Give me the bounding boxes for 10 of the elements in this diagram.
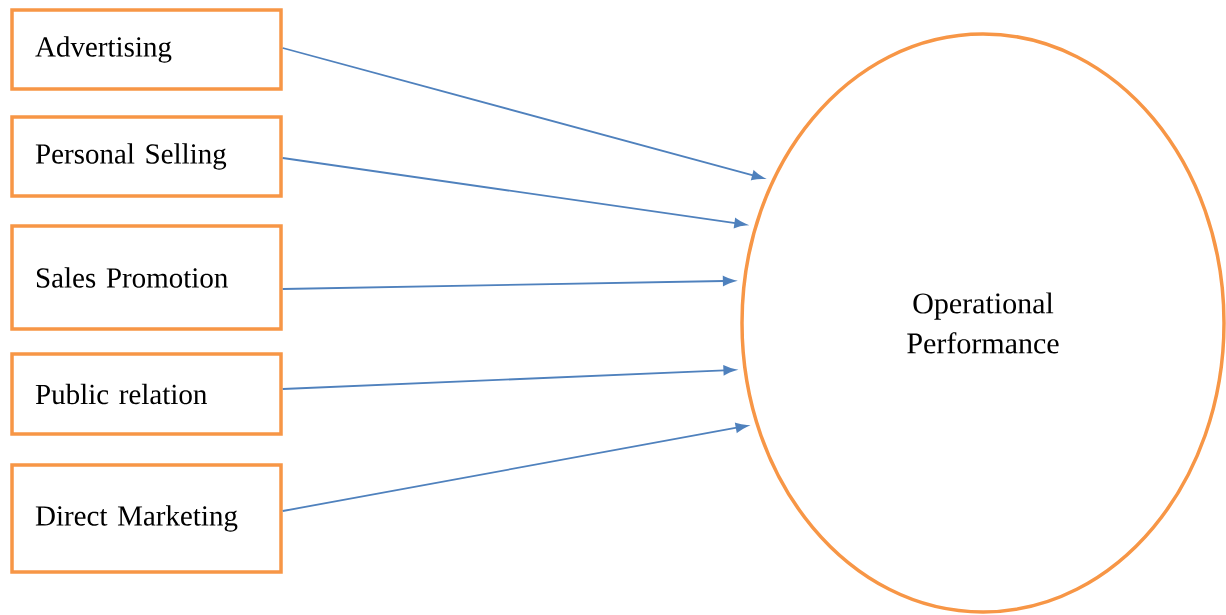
arrow [281,365,736,390]
arrow [281,157,747,228]
arrow [281,47,764,181]
text-box: Public relation [10,352,283,436]
arrow [281,276,735,290]
text-box: Sales Promotion [10,224,283,331]
text-box: Personal Selling [10,115,283,198]
text-box: Direct Marketing [10,463,283,574]
arrow [281,422,748,512]
text-box: Advertising [10,8,283,91]
